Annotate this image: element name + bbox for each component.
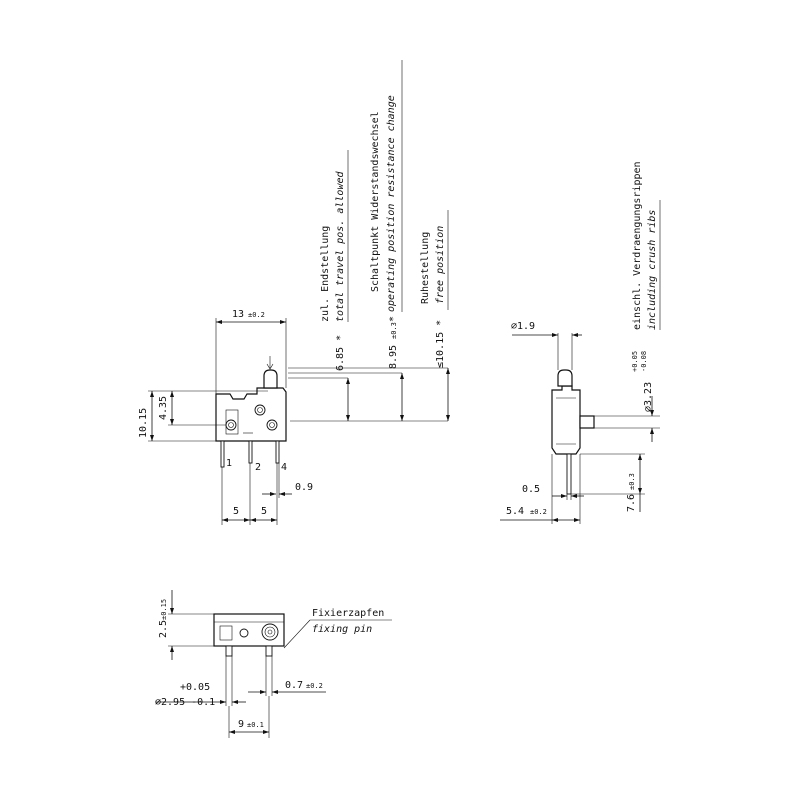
pin-label-4: 4: [281, 462, 287, 473]
fixing-pin-en: fixing pin: [312, 624, 372, 635]
side-view: ∅1.9 ∅3.23 +0.05 -0.08 einschl. Verdraen…: [500, 161, 661, 524]
pin-dia-tol-plus: +0.05: [180, 682, 210, 693]
front-hole-2: [254, 404, 266, 416]
rib-diameter: ∅3.23: [643, 382, 654, 412]
fixing-pin-de: Fixierzapfen: [312, 608, 384, 619]
front-hole-3: [266, 419, 278, 431]
pin-length: 7.6: [626, 494, 637, 512]
pin-spacing-tol: ±0.1: [247, 721, 264, 729]
pin-2: [248, 440, 253, 464]
bottom-pin-right: [265, 645, 273, 657]
pin-4: [275, 440, 280, 464]
pin-offset-tol: ±0.2: [306, 682, 323, 690]
free-de: Ruhestellung: [420, 232, 431, 304]
bottom-pin-left: [225, 645, 233, 657]
pin-dia: ∅2.95 -0.1: [155, 697, 215, 708]
pin-label-1: 1: [226, 458, 232, 469]
dim-pitch-b: 5: [261, 506, 267, 517]
free-value: ≤10.15 *: [435, 320, 446, 368]
bottom-height: 2.5: [158, 620, 169, 638]
total-travel-en: total travel pos. allowed: [335, 171, 346, 322]
total-travel-de: zul. Endstellung: [320, 226, 331, 322]
front-pin-slot: [225, 409, 239, 435]
bottom-height-tol: ±0.15: [160, 599, 168, 620]
bottom-hole: [239, 628, 249, 638]
pin-length-tol: ±0.3: [628, 473, 636, 490]
side-actuator: [557, 369, 573, 387]
position-callouts: 6.85 * zul. Endstellung total travel pos…: [288, 60, 450, 422]
operating-tol: ±0.3: [390, 322, 398, 339]
pin-offset: 0.7: [285, 680, 303, 691]
dim-pin-width: 0.9: [295, 482, 313, 493]
operating-star: *: [388, 316, 399, 322]
dim-width: 13: [232, 309, 244, 320]
depth-tol: ±0.2: [530, 508, 547, 516]
operating-value: 8.95: [388, 345, 399, 369]
actuator-diameter: ∅1.9: [511, 321, 535, 332]
front-actuator: [263, 369, 278, 389]
side-switch-body: [551, 385, 581, 455]
rib-note-de: einschl. Verdraengungsrippen: [632, 161, 643, 330]
total-travel-value: 6.85 *: [335, 335, 346, 371]
pin-label-2: 2: [255, 462, 261, 473]
front-view: 1 2 4 13 ±0.2 10.15 4.35 5 5 0.9: [138, 309, 313, 525]
rib-tol-minus: -0.08: [640, 351, 648, 372]
free-en: free position: [435, 226, 446, 304]
dim-pitch-a: 5: [233, 506, 239, 517]
depth: 5.4: [506, 506, 524, 517]
side-pin: [566, 453, 572, 495]
bottom-fixing-pin-outer: [261, 623, 279, 641]
pin-spacing: 9: [238, 719, 244, 730]
operating-en: operating position resistance change: [386, 95, 397, 312]
dim-width-tol: ±0.2: [248, 311, 265, 319]
operating-de: Schaltpunkt Widerstandswechsel: [370, 111, 381, 292]
side-fixing-pin: [579, 415, 595, 429]
bottom-view: 2.5 ±0.15 Fixierzapfen fixing pin +0.05 …: [155, 590, 392, 738]
pin-1: [220, 440, 225, 468]
pin-thickness: 0.5: [522, 484, 540, 495]
rib-tol-plus: +0.05: [631, 351, 639, 372]
front-hole-1: [225, 419, 237, 431]
bottom-slot: [219, 625, 233, 641]
dim-height-hole: 4.35: [158, 396, 169, 420]
bottom-switch-body: [213, 613, 285, 647]
dim-height-total: 10.15: [138, 408, 149, 438]
rib-note-en: including crush ribs: [647, 210, 658, 330]
